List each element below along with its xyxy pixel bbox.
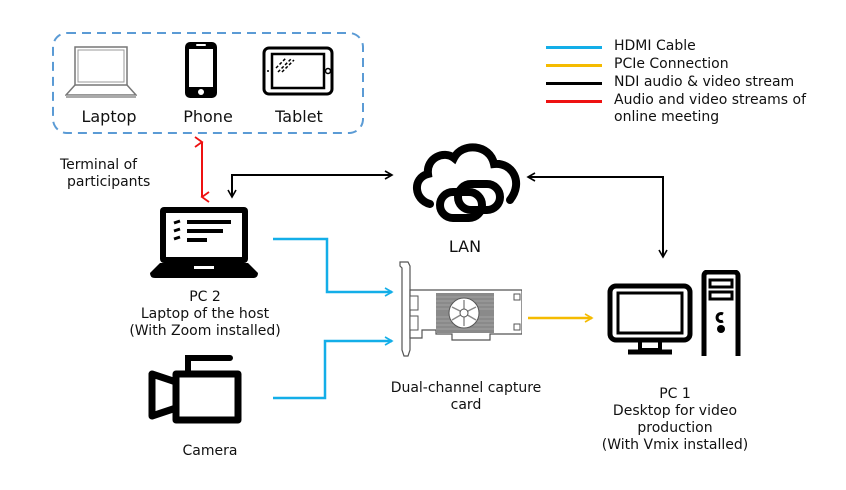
legend-item-online-meeting: Audio and video streams of online meetin… (546, 92, 844, 128)
hdmi-link-pc2 (273, 237, 394, 297)
participants-caption-line2: participants (67, 174, 151, 190)
host-laptop-icon (150, 207, 258, 278)
lan-label: LAN (448, 237, 482, 256)
tablet-icon (262, 46, 334, 96)
device-label-laptop: Laptop (81, 107, 137, 126)
legend-item-hdmi: HDMI Cable (546, 38, 844, 56)
pc1-label-line3: production (637, 420, 713, 436)
pc1-label-line4: (With Vmix installed) (601, 437, 749, 453)
capture-card-label-line1: Dual-channel capture (390, 380, 542, 396)
phone-icon (185, 42, 217, 98)
cloud-link-icon (413, 143, 521, 222)
pc1-label-line2: Desktop for video (612, 403, 738, 419)
ndi-link-lan-pc1 (526, 172, 664, 257)
legend-label: HDMI Cable (614, 38, 696, 54)
hdmi-link-camera (273, 336, 394, 400)
laptop-outline-icon (65, 46, 137, 98)
legend-label: Audio and video streams of online meetin… (614, 92, 807, 125)
legend-swatch-hdmi (546, 46, 602, 49)
legend-swatch-pcie (546, 64, 602, 67)
device-label-tablet: Tablet (275, 107, 323, 126)
legend-swatch-online-meeting (546, 100, 602, 103)
participants-caption-line1: Terminal of (60, 157, 138, 173)
camera-label: Camera (182, 443, 238, 459)
participants-group-box (52, 32, 364, 134)
legend: HDMI Cable PCIe Connection NDI audio & v… (546, 38, 844, 128)
pc2-label-line1: PC 2 (189, 289, 221, 305)
pc2-label-line3: (With Zoom installed) (129, 323, 281, 339)
legend-label: PCIe Connection (614, 56, 729, 72)
legend-label: NDI audio & video stream (614, 74, 795, 90)
desktop-pc-icon (607, 270, 741, 356)
capture-card-icon (399, 261, 522, 357)
pc2-label-line2: Laptop of the host (140, 306, 270, 322)
capture-card-label-line2: card (450, 397, 482, 413)
device-label-phone: Phone (183, 107, 233, 126)
legend-item-ndi: NDI audio & video stream (546, 74, 844, 92)
pc1-label-line1: PC 1 (659, 386, 691, 402)
legend-swatch-ndi (546, 82, 602, 85)
ndi-link-pc2-lan (231, 170, 394, 196)
legend-item-pcie: PCIe Connection (546, 56, 844, 74)
camera-icon (148, 355, 242, 424)
